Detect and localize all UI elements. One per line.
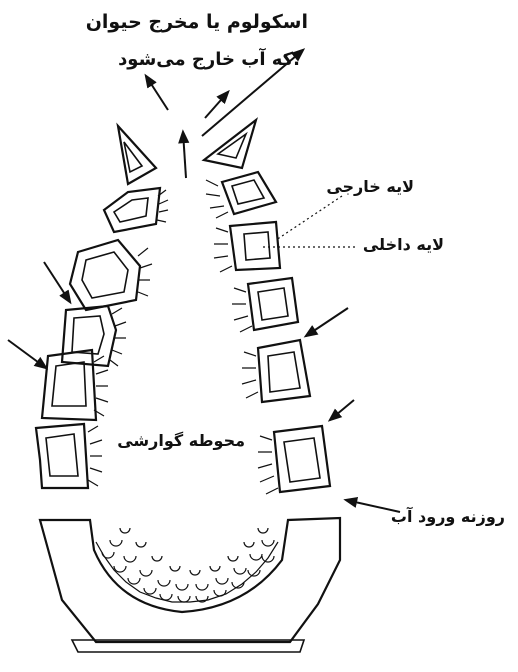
osculum-label: اسکولوم یا مخرج حیوان xyxy=(86,11,308,33)
entry-arrow-upper-left xyxy=(44,262,70,302)
cell-left-6 xyxy=(36,424,102,488)
digestive-cavity-label: محوطه گوارشی xyxy=(117,431,245,450)
inner-layer-label: لایه داخلی xyxy=(363,235,444,254)
cell-left-4 xyxy=(62,306,126,366)
outer-layer-leader xyxy=(276,196,342,240)
cell-right-2 xyxy=(206,172,276,218)
cell-left-5 xyxy=(42,350,108,420)
entry-arrow-bottom-right xyxy=(346,500,400,512)
exit-arrow-left xyxy=(146,76,168,110)
cell-right-4 xyxy=(232,278,298,332)
cell-left-3 xyxy=(70,240,152,310)
water-entry-label: روزنه ورود آب xyxy=(391,506,505,526)
cell-right-5 xyxy=(242,340,310,402)
exit-arrow-right-short xyxy=(205,92,228,118)
sponge-base xyxy=(40,518,340,652)
entry-arrow-lower-right xyxy=(330,400,354,420)
cell-left-2 xyxy=(104,188,168,232)
entry-arrow-lower-left xyxy=(8,340,46,368)
cell-left-top xyxy=(118,126,156,184)
outer-layer-label: لایه خارجی xyxy=(326,177,414,196)
water-exit-label: که آب خارج می‌شود. xyxy=(118,47,300,70)
cell-right-3 xyxy=(214,222,280,272)
entry-arrow-upper-right xyxy=(306,308,348,336)
exit-arrow-mid xyxy=(183,132,186,178)
cell-right-6 xyxy=(258,426,330,494)
